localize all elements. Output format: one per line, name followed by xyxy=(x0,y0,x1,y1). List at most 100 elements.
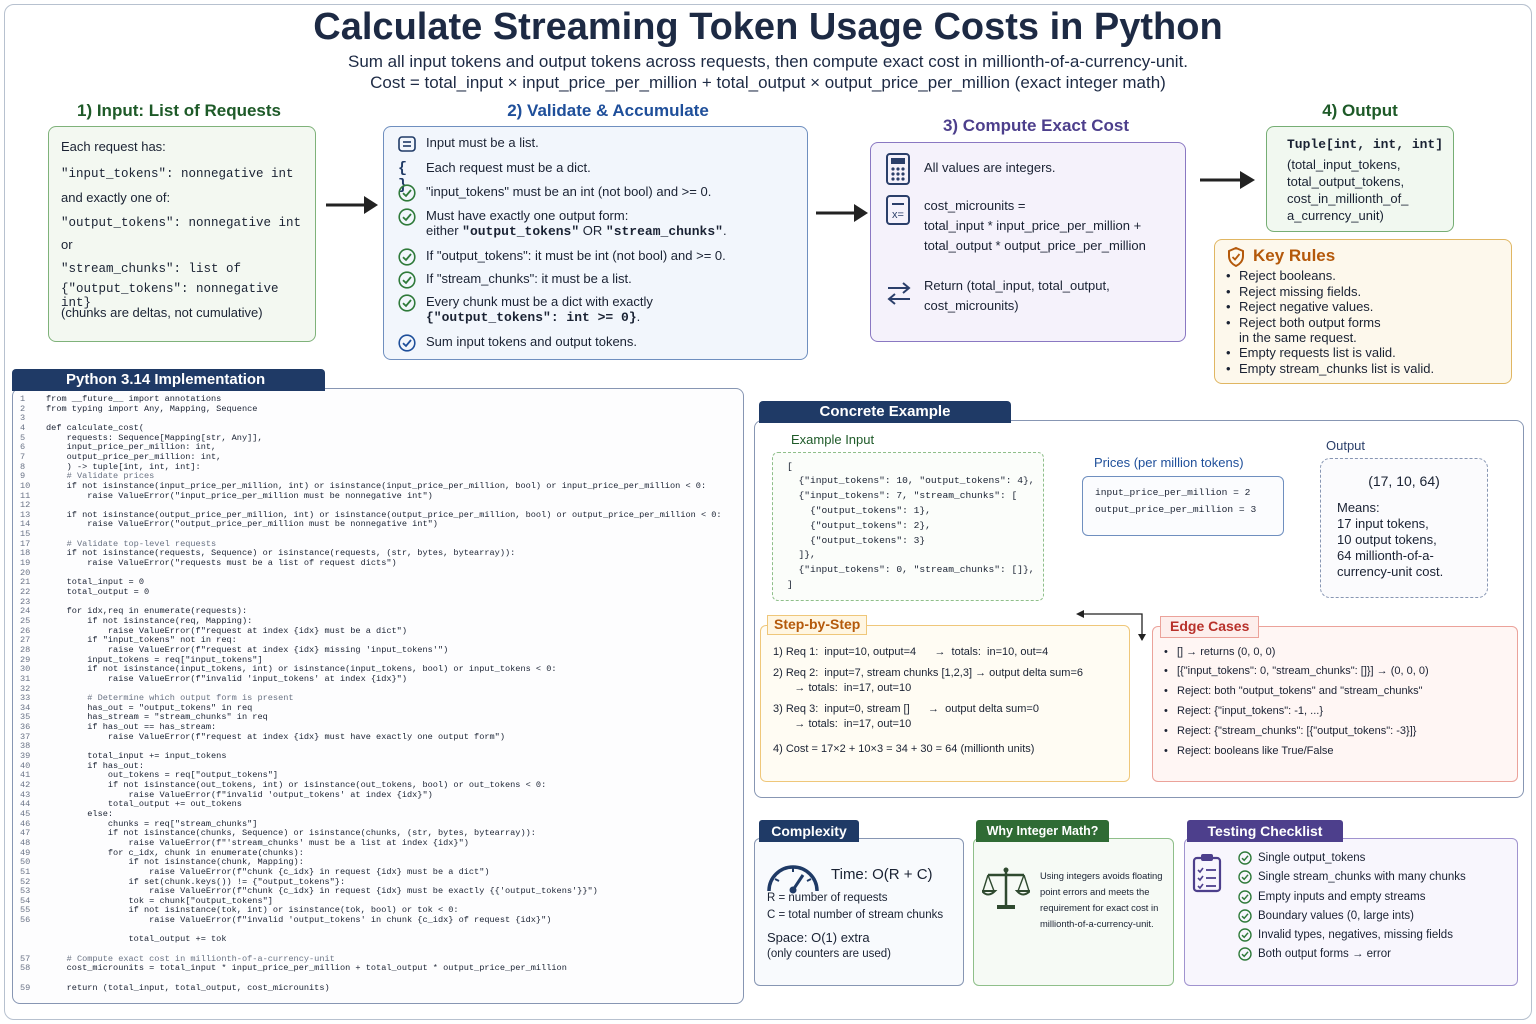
validate-text: Every chunk must be a dict with exactly … xyxy=(426,294,653,325)
code-line-number: 19 xyxy=(20,558,31,569)
code-panel xyxy=(12,388,744,1004)
rule-item: Reject missing fields. xyxy=(1226,284,1361,299)
code-line: 45 else: xyxy=(20,809,113,819)
code-line: 21 total_input = 0 xyxy=(20,577,144,587)
balance-scale-icon xyxy=(982,867,1030,909)
output-panel: Tuple[int, int, int] (total_input_tokens… xyxy=(1266,126,1454,232)
example-input-heading: Example Input xyxy=(791,432,875,447)
code-line-text: raise ValueError(f"'stream_chunks' must … xyxy=(46,837,469,848)
output-heading: 4) Output xyxy=(1322,101,1398,120)
output-type: Tuple[int, int, int] xyxy=(1287,137,1444,152)
flow-arrow-icon xyxy=(1200,171,1255,189)
code-line-number: 33 xyxy=(20,693,31,704)
code-line-number: 5 xyxy=(20,432,26,443)
code-line-number: 34 xyxy=(20,702,31,713)
example-input-line: {"output_tokens": 1}, xyxy=(787,505,931,516)
validate-line: either xyxy=(426,223,463,238)
validate-line: Must have exactly one output form: xyxy=(426,208,629,223)
code-line: 27 if "input_tokens" not in req: xyxy=(20,635,237,645)
code-line-number: 29 xyxy=(20,654,31,665)
code-line-number: 36 xyxy=(20,722,31,733)
gauge-icon xyxy=(767,865,819,894)
input-heading: 1) Input: List of Requests xyxy=(77,101,281,120)
code-line: 7 output_price_per_million: int, xyxy=(20,452,221,462)
code-line-number: 26 xyxy=(20,625,31,636)
code-line: 9 # Validate prices xyxy=(20,471,154,481)
example-input-line: [ xyxy=(787,461,793,472)
code-line-number: 4 xyxy=(20,422,26,433)
code-line-number: 28 xyxy=(20,644,31,655)
code-line: total_output += tok xyxy=(20,934,227,944)
code-line-text: else: xyxy=(46,808,114,819)
validate-line: . xyxy=(722,223,727,238)
testing-item: Boundary values (0, large ints) xyxy=(1238,909,1414,923)
compute-line: All values are integers. xyxy=(924,160,1056,175)
code-line-number: 53 xyxy=(20,886,31,897)
complexity-time: Time: O(R + C) xyxy=(831,866,933,883)
connector-arrow-icon xyxy=(1076,610,1146,641)
code-line: 38 xyxy=(20,741,46,751)
code-line-number: 59 xyxy=(20,982,31,993)
code-line-number: 46 xyxy=(20,818,31,829)
code-line-text: if set(chunk.keys()) != {"output_tokens"… xyxy=(46,876,346,887)
edge-case-item: Reject: {"stream_chunks": [{"output_toke… xyxy=(1164,725,1416,737)
check-icon xyxy=(1238,890,1252,904)
why-line: requirement for exact cost in xyxy=(1040,902,1159,913)
example-output-line: 10 output tokens, xyxy=(1337,532,1437,547)
code-line-text: raise ValueError(f"invalid 'output_token… xyxy=(46,789,433,800)
code-line: 59 return (total_input, total_output, co… xyxy=(20,983,330,993)
subtitle-line-2: Cost = total_input × input_price_per_mil… xyxy=(370,73,1166,92)
example-input-line: ]}, xyxy=(787,549,816,560)
edge-case-item: Reject: both "output_tokens" and "stream… xyxy=(1164,685,1423,697)
step-line: 2) Req 2: input=7, stream chunks [1,2,3]… xyxy=(773,667,1084,679)
code-line-number: 15 xyxy=(20,529,31,540)
why-line: Using integers avoids floating xyxy=(1040,870,1163,881)
code-line-number: 27 xyxy=(20,635,31,646)
code-line-text: total_input += input_tokens xyxy=(46,751,227,762)
code-line-text: # Determine which output form is present xyxy=(46,693,294,704)
testing-item-label: Single stream_chunks with many chunks xyxy=(1258,871,1466,883)
validate-text: "input_tokens" must be an int (not bool)… xyxy=(426,184,712,199)
code-line-text: raise ValueError(f"request at index {idx… xyxy=(46,731,505,742)
page-title: Calculate Streaming Token Usage Costs in… xyxy=(313,6,1223,48)
testing-item: Single stream_chunks with many chunks xyxy=(1238,870,1466,884)
edge-cases-heading: Edge Cases xyxy=(1160,616,1260,638)
code-line: 2 from typing import Any, Mapping, Sequen… xyxy=(20,404,257,414)
code-line-text: if not isinstance(input_price_per_millio… xyxy=(46,480,707,491)
key-rules-panel: Key Rules Reject booleans. Reject missin… xyxy=(1214,239,1512,384)
code-line: 43 raise ValueError(f"invalid 'output_to… xyxy=(20,790,433,800)
validate-text: Input must be a list. xyxy=(426,135,539,150)
code-line: 39 total_input += input_tokens xyxy=(20,751,227,761)
step-line: 3) Req 3: input=0, stream [] → output de… xyxy=(773,703,1039,715)
code-line: 41 out_tokens = req["output_tokens"] xyxy=(20,770,278,780)
code-line: 25 if not isinstance(req, Mapping): xyxy=(20,616,252,626)
code-line-number: 55 xyxy=(20,905,31,916)
complexity-tab: Complexity xyxy=(759,820,859,842)
code-line: 3 xyxy=(20,413,46,423)
step-line: 1) Req 1: input=10, output=4 → totals: i… xyxy=(773,646,1049,658)
code-line: 54 tok = chunk["output_tokens"] xyxy=(20,896,273,906)
code-line-text: from typing import Any, Mapping, Sequenc… xyxy=(46,403,258,414)
code-line-number: 30 xyxy=(20,664,31,675)
output-line: a_currency_unit) xyxy=(1287,208,1384,223)
validate-line: . xyxy=(636,309,641,324)
code-line-text: if not isinstance(chunks, Sequence) or i… xyxy=(46,828,536,839)
price-line: input_price_per_million = 2 xyxy=(1095,487,1251,498)
code-line-number: 45 xyxy=(20,808,31,819)
code-line: 33 # Determine which output form is pres… xyxy=(20,693,294,703)
example-input-line: ] xyxy=(787,579,793,590)
example-output-heading: Output xyxy=(1326,438,1366,453)
check-circle-icon xyxy=(398,334,416,352)
testing-item-label: Both output forms → error xyxy=(1258,948,1391,960)
code-line: 35 has_stream = "stream_chunks" in req xyxy=(20,712,268,722)
code-line-number: 2 xyxy=(20,403,26,414)
code-line-number: 9 xyxy=(20,471,26,482)
testing-item-label: Empty inputs and empty streams xyxy=(1258,891,1426,903)
code-line-number: 49 xyxy=(20,847,31,858)
code-line: 46 chunks = req["stream_chunks"] xyxy=(20,819,257,829)
calculator-icon xyxy=(886,153,910,185)
validate-row: "input_tokens" must be an int (not bool)… xyxy=(398,184,711,202)
code-line: 28 raise ValueError(f"request at index {… xyxy=(20,645,448,655)
